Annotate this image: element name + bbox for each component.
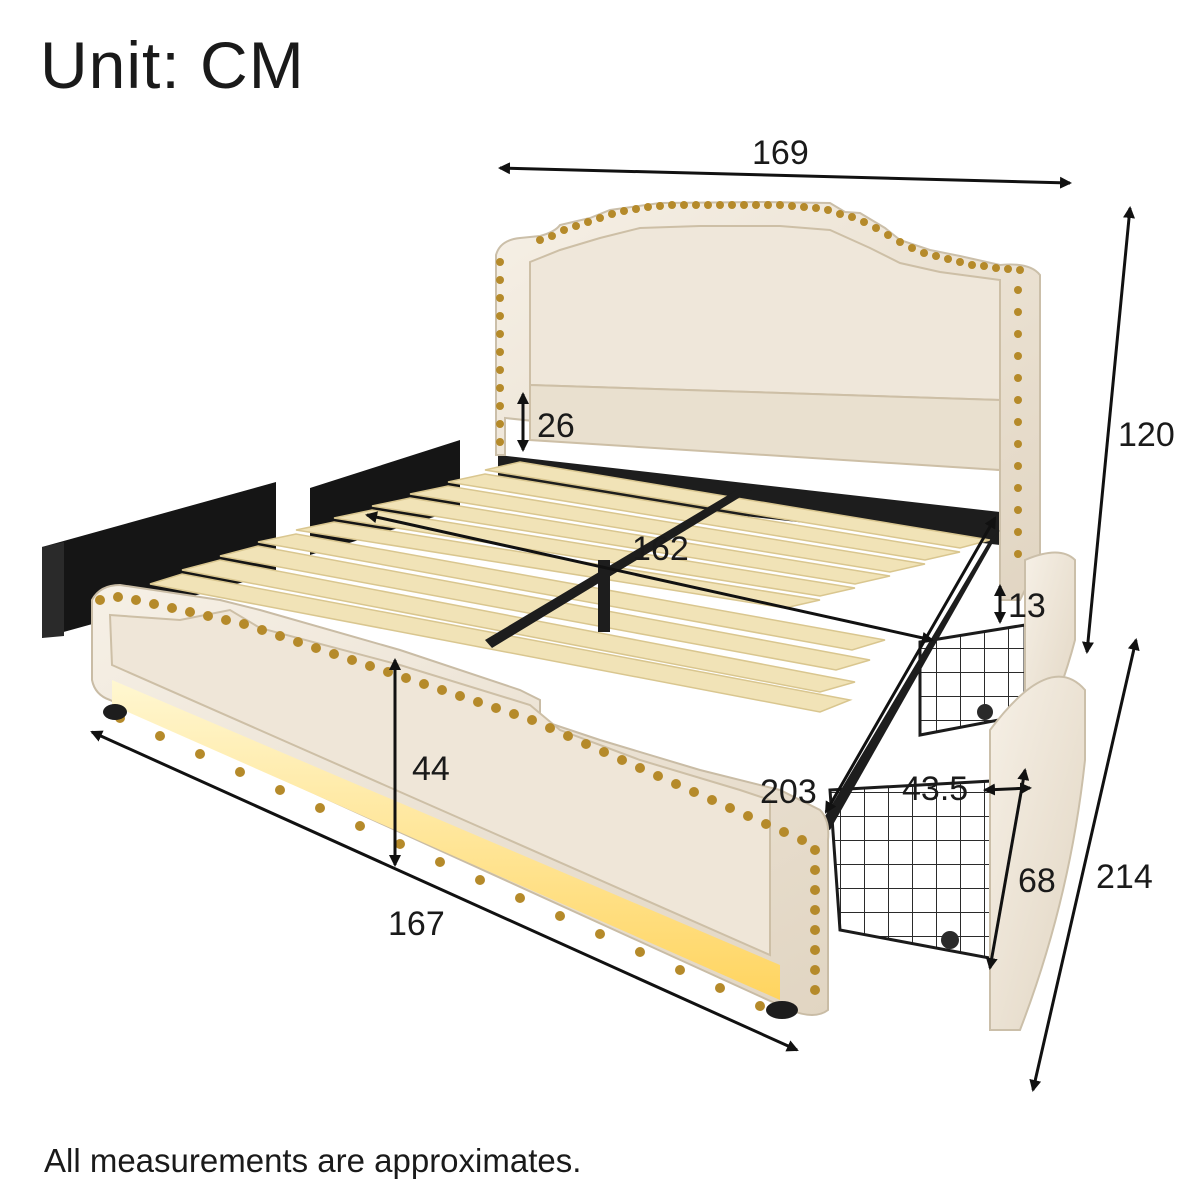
- measurement-disclaimer: All measurements are approximates.: [44, 1142, 581, 1179]
- label-drawer-offset: 13: [1008, 587, 1046, 625]
- label-footboard-width: 167: [388, 905, 445, 943]
- dim-line-203: [824, 516, 997, 814]
- label-drawer-length: 68: [1018, 862, 1056, 900]
- unit-title: Unit: CM: [40, 28, 305, 102]
- label-total-length: 214: [1096, 858, 1153, 896]
- dim-line-169: [498, 162, 1072, 189]
- dimension-lines: [90, 162, 1140, 1092]
- bed-foot-left: [103, 704, 127, 720]
- footboard: [91, 583, 830, 1019]
- dim-line-68: [985, 768, 1030, 970]
- bed-foot-right: [766, 1001, 798, 1019]
- dim-line-214: [1029, 638, 1140, 1092]
- dim-line-120: [1081, 206, 1136, 654]
- bed-illustration: [42, 200, 1086, 1031]
- label-under-clearance: 26: [537, 407, 575, 445]
- label-drawer-width: 43.5: [902, 770, 968, 808]
- headboard-nailheads: [496, 201, 1024, 558]
- label-headboard-width: 169: [752, 134, 809, 172]
- label-total-height: 120: [1118, 416, 1175, 454]
- headboard: [495, 200, 1041, 601]
- dim-line-167: [90, 730, 799, 1052]
- drawer-front: [828, 675, 1086, 1031]
- label-slat-length: 162: [632, 530, 689, 568]
- dimension-labels: 169 120 26 162 13 44 167 203 43.5 68 214: [388, 134, 1175, 943]
- label-side-length: 203: [760, 773, 817, 811]
- label-footboard-height: 44: [412, 750, 450, 788]
